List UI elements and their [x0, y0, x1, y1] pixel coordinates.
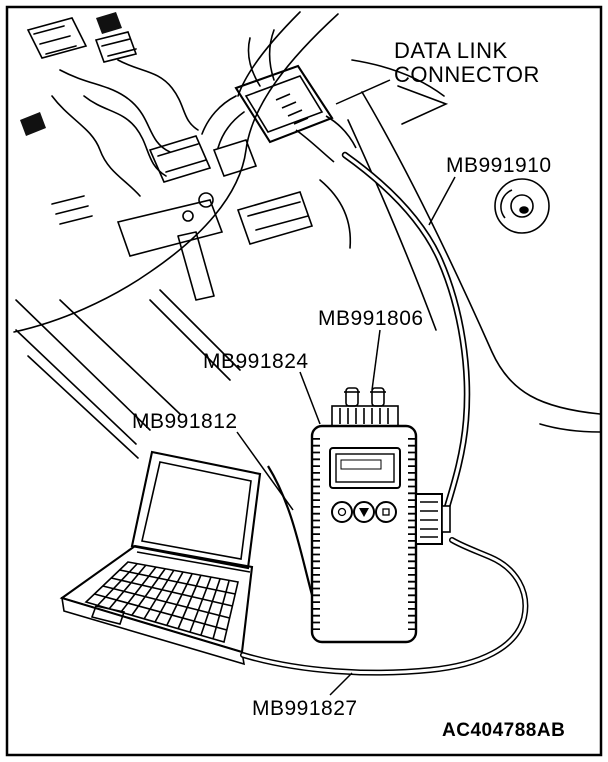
laptop-keyboard — [84, 561, 239, 644]
label-mb991812: MB991812 — [132, 410, 238, 433]
laptop-screen — [141, 461, 252, 560]
scan-tool-drawing — [310, 387, 451, 644]
dark-blob — [20, 112, 46, 136]
leader-lines — [236, 79, 456, 696]
label-mb991827: MB991827 — [252, 697, 358, 720]
label-data-link-line1: DATA LINK — [394, 38, 508, 63]
scan-tool-display-inner — [335, 453, 395, 483]
figure-code: AC404788AB — [442, 720, 565, 741]
usb-cable-core — [241, 538, 527, 675]
laptop-drawing — [59, 450, 262, 666]
leader-mb991806 — [371, 329, 381, 391]
label-mb991824: MB991824 — [203, 350, 309, 373]
tool-button-right — [375, 501, 397, 523]
leader-mb991812 — [236, 431, 294, 511]
dashboard-line-art — [13, 11, 601, 459]
interface-cable — [267, 465, 314, 596]
data-link-connector-drawing — [234, 64, 357, 163]
scan-tool-buttons — [331, 501, 397, 523]
label-data-link-line2: CONNECTOR — [394, 62, 540, 87]
label-mb991910: MB991910 — [446, 154, 552, 177]
dash-grommet-circles — [494, 178, 550, 234]
tool-button-middle — [353, 501, 375, 523]
scan-tool-side-connector — [415, 493, 451, 545]
leader-data-link-connector — [335, 79, 391, 105]
dlc-harness-cable-core — [343, 153, 469, 516]
scan-tool-display-segment — [340, 459, 382, 470]
leader-mb991827 — [329, 672, 353, 696]
label-mb991806: MB991806 — [318, 307, 424, 330]
leader-mb991824 — [299, 371, 321, 425]
laptop-touchpad — [90, 605, 126, 625]
dark-blob — [96, 12, 122, 34]
leader-mb991910 — [428, 176, 456, 226]
tool-button-left — [331, 501, 353, 523]
